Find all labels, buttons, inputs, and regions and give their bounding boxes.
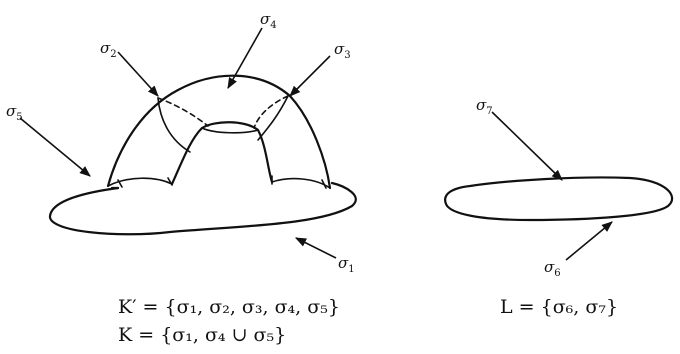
handle-inner-arch: [170, 121, 274, 186]
handle-inner-top: [201, 127, 259, 134]
sigma6-arrow: [565, 221, 613, 261]
right-figure: σ7 σ6: [444, 96, 674, 279]
sigma3-label: σ3: [334, 40, 351, 61]
sigma5-label: σ5: [6, 102, 23, 123]
left-figure: σ2 σ4 σ3 σ5 σ1: [6, 10, 357, 275]
sigma2-arrow: [117, 51, 159, 97]
equation-k: K = {σ₁, σ₄ ∪ σ₅}: [118, 324, 287, 346]
base-disc-outline: [48, 181, 357, 236]
sigma1-arrow: [294, 237, 337, 259]
sigma1-label: σ1: [338, 254, 355, 275]
handle-foot-left: [107, 177, 173, 187]
sigma6-label: σ6: [544, 258, 561, 279]
foot-tick-4: [321, 179, 327, 189]
foot-tick-1: [117, 179, 123, 188]
sigma7-arrow: [491, 111, 563, 181]
sigma7-label: σ7: [476, 96, 493, 117]
sigma2-label: σ2: [100, 39, 117, 60]
sigma5-arrow: [19, 117, 91, 177]
handle-outer-arch: [106, 74, 332, 190]
sigma3-cut-dashed: [253, 95, 289, 129]
sigma4-arrow: [227, 27, 263, 89]
equation-l: L = {σ₆, σ₇}: [500, 296, 619, 318]
disc-l-outline: [444, 176, 674, 222]
sigma2-cut-solid: [157, 97, 191, 153]
sigma3-arrow: [289, 55, 331, 97]
handle-foot-right: [271, 177, 331, 189]
sigma4-label: σ4: [260, 10, 277, 31]
sigma2-cut-dashed: [157, 97, 209, 127]
equation-k-prime: K′ = {σ₁, σ₂, σ₃, σ₄, σ₅}: [118, 296, 340, 318]
foot-tick-2: [167, 177, 173, 186]
sigma3-cut-solid: [257, 95, 289, 141]
